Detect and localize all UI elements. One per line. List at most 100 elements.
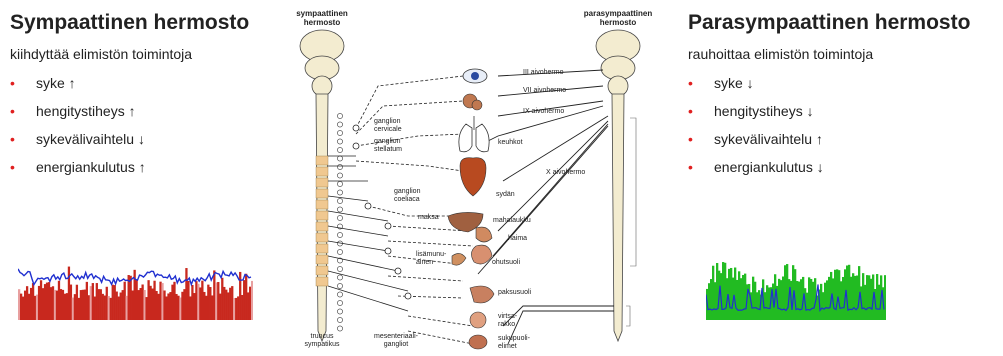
organ-label-colon: paksusuoli [498, 289, 532, 296]
hrv-bar [30, 288, 32, 320]
parasympathetic-subtitle: rauhoittaa elimistön toimintoja [688, 45, 1000, 63]
list-item-label: sykevälivaihtelu ↑ [714, 125, 823, 153]
hrv-bar [171, 285, 173, 320]
hrv-bar [191, 285, 193, 320]
hrv-bar [143, 290, 145, 320]
hrv-bar [229, 288, 231, 320]
hrv-bar [237, 296, 239, 320]
ganglion-stellatum-label1: ganglion [374, 138, 401, 145]
hrv-bar [56, 291, 58, 320]
hrv-bar [834, 270, 836, 320]
list-item-label: hengitystiheys ↑ [36, 97, 136, 125]
hrv-bar [782, 277, 784, 320]
hrv-bar [18, 289, 20, 320]
hrv-bar [28, 294, 30, 320]
hrv-bar [199, 287, 201, 320]
chain-ganglion [337, 190, 342, 195]
spinal-segment [316, 167, 328, 176]
hrv-bar [62, 290, 64, 320]
hrv-bar [247, 292, 249, 320]
hrv-bar [778, 279, 780, 320]
hrv-bar [46, 283, 48, 320]
hrv-bar [850, 277, 852, 320]
hrv-bar [58, 281, 60, 320]
chain-ganglion [337, 130, 342, 135]
hrv-bar [94, 297, 96, 320]
hrv-bar [842, 277, 844, 320]
sympathetic-hrv-chart [18, 240, 253, 320]
hrv-bar [50, 287, 52, 320]
chain-ganglion [337, 309, 342, 314]
organ-label-bladder1: virtsa- [498, 313, 518, 320]
hrv-bar [100, 289, 102, 320]
truncus-label2: sympatikus [304, 341, 340, 348]
parasympathetic-list: •syke ↓ •hengitystiheys ↓ •sykevälivaiht… [688, 69, 1000, 181]
hrv-bar [884, 275, 886, 320]
chain-ganglion [337, 113, 342, 118]
hrv-bar [181, 292, 183, 320]
hrv-bar [876, 274, 878, 320]
hrv-bar [70, 285, 72, 320]
organ-label-adrenal1: lisämunu- [416, 251, 447, 258]
spinal-segment [316, 156, 328, 165]
bullet-icon: • [10, 97, 36, 125]
hrv-bar [241, 295, 243, 320]
hrv-bar [712, 266, 714, 320]
hrv-bar [80, 290, 82, 320]
ganglion-coeliaca-label2: coeliaca [394, 196, 420, 203]
hrv-bar [840, 281, 842, 320]
spinal-segment [316, 222, 328, 231]
hrv-bar [213, 270, 215, 320]
hrv-bar [104, 296, 106, 320]
ganglion-cervicale-label2: cervicale [374, 126, 402, 133]
hrv-bar [231, 286, 233, 320]
hrv-bar [822, 292, 824, 320]
list-item-label: energiankulutus ↓ [714, 153, 824, 181]
hrv-bar [800, 279, 802, 320]
hrv-bar [116, 292, 118, 320]
list-item-label: hengitystiheys ↓ [714, 97, 814, 125]
hrv-bar [233, 298, 235, 320]
bullet-icon: • [688, 125, 714, 153]
hrv-bar [201, 281, 203, 320]
hrv-bar [136, 280, 138, 320]
spinal-segment [316, 200, 328, 209]
parasympathetic-panel: Parasympaattinen hermosto rauhoittaa eli… [688, 0, 1000, 181]
bullet-icon: • [10, 69, 36, 97]
hrv-bar [215, 282, 217, 320]
hrv-bar [251, 281, 253, 320]
spinal-segment [316, 277, 328, 286]
hrv-bar [26, 286, 28, 320]
organ-label-pancreas: haima [508, 235, 527, 242]
chain-ganglion [337, 232, 342, 237]
bladder-icon [470, 312, 486, 328]
bullet-icon: • [10, 153, 36, 181]
hrv-bar [68, 267, 70, 320]
nervous-system-diagram: sympaattinen hermosto parasympaattinen h… [278, 6, 658, 354]
list-item: •sykevälivaihtelu ↑ [688, 125, 1000, 153]
hrv-bar [838, 270, 840, 320]
hrv-bar [812, 282, 814, 320]
hrv-bar [854, 276, 856, 320]
sympathetic-header-line1: sympaattinen [296, 9, 348, 18]
hrv-bar [84, 290, 86, 320]
sympathetic-header-line2: hermosto [304, 18, 341, 27]
hrv-bar [145, 297, 147, 320]
hrv-bar [820, 284, 822, 320]
hrv-bar [221, 278, 223, 320]
list-item: •sykevälivaihtelu ↓ [10, 125, 280, 153]
list-item: •syke ↑ [10, 69, 280, 97]
chain-ganglion [337, 207, 342, 212]
hrv-bar [752, 277, 754, 320]
hrv-bar [207, 285, 209, 320]
spinal-segment [316, 211, 328, 220]
hrv-bar [826, 280, 828, 320]
hrv-bar [856, 276, 858, 320]
chain-ganglion [337, 198, 342, 203]
parasympathetic-header-line2: hermosto [600, 18, 637, 27]
chain-ganglion [337, 181, 342, 186]
parasympathetic-hrv-bars [706, 262, 886, 320]
organ-label-heart: sydän [496, 191, 515, 198]
hrv-bar [126, 296, 128, 320]
hrv-bar [42, 288, 44, 320]
